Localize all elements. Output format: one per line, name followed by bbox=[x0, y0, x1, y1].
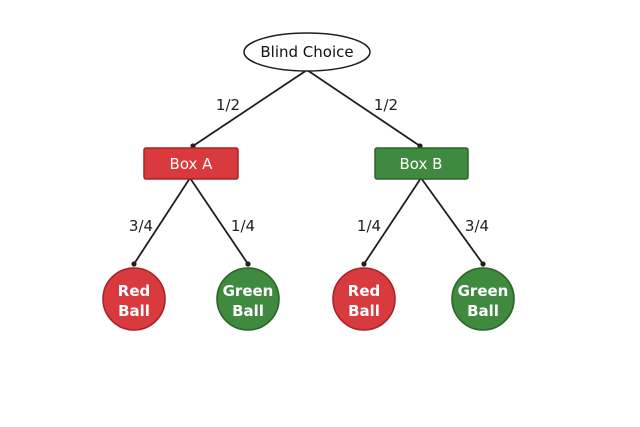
green-ball-circle bbox=[216, 267, 280, 331]
probability-label-a-green: 1/4 bbox=[231, 217, 255, 235]
edge-box-a-to-green-ball bbox=[189, 177, 249, 265]
box-b-label: Box B bbox=[400, 155, 443, 173]
root-node-ellipse bbox=[243, 32, 371, 72]
ball-label-line1: Red bbox=[348, 282, 380, 300]
probability-label-b-green: 3/4 bbox=[465, 217, 489, 235]
ball-label-line2: Ball bbox=[232, 302, 264, 320]
probability-label-a-red: 3/4 bbox=[129, 217, 153, 235]
ball-label-line1: Red bbox=[118, 282, 150, 300]
red-ball-circle bbox=[332, 267, 396, 331]
edge-root-to-box-a bbox=[192, 69, 308, 147]
edge-end-dot bbox=[361, 261, 367, 267]
edge-box-a-to-red-ball bbox=[133, 177, 191, 265]
ball-node-a-red: Red Ball bbox=[102, 267, 166, 331]
red-ball-circle bbox=[102, 267, 166, 331]
ball-label-line1: Green bbox=[223, 282, 274, 300]
ball-label-line2: Ball bbox=[467, 302, 499, 320]
ball-label-line1: Green bbox=[458, 282, 509, 300]
edge-end-dot bbox=[131, 261, 137, 267]
edge-end-dot bbox=[480, 261, 486, 267]
box-a-rect bbox=[143, 147, 239, 180]
edge-box-b-to-red-ball bbox=[363, 177, 422, 265]
root-node: Blind Choice bbox=[243, 32, 371, 72]
edge-box-b-to-green-ball bbox=[420, 177, 484, 265]
ball-node-a-green: Green Ball bbox=[216, 267, 280, 331]
edge-root-to-box-b bbox=[306, 69, 421, 147]
probability-label-box-a: 1/2 bbox=[216, 96, 240, 114]
ball-node-b-red: Red Ball bbox=[332, 267, 396, 331]
edge-end-dot bbox=[245, 261, 251, 267]
ball-node-b-green: Green Ball bbox=[451, 267, 515, 331]
box-a-label: Box A bbox=[170, 155, 214, 173]
probability-label-b-red: 1/4 bbox=[357, 217, 381, 235]
ball-label-line2: Ball bbox=[348, 302, 380, 320]
ball-label-line2: Ball bbox=[118, 302, 150, 320]
probability-label-box-b: 1/2 bbox=[374, 96, 398, 114]
box-b-node: Box B bbox=[374, 147, 469, 180]
root-node-label: Blind Choice bbox=[260, 43, 353, 61]
box-a-node: Box A bbox=[143, 147, 239, 180]
box-b-rect bbox=[374, 147, 469, 180]
green-ball-circle bbox=[451, 267, 515, 331]
